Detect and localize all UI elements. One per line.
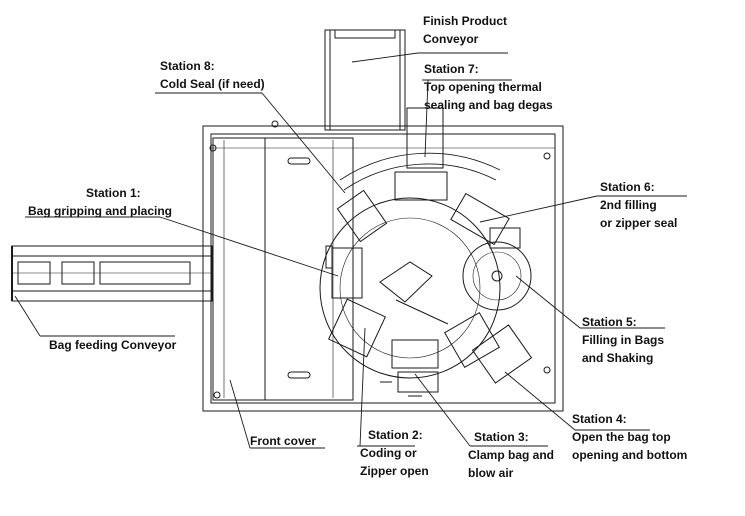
label-station-5: Station 5: Filling in Bags and Shaking	[582, 313, 664, 367]
station-mechanisms	[328, 107, 533, 397]
label-line: Station 8:	[160, 59, 215, 73]
machine-frame	[202, 120, 564, 412]
label-station-2: Station 2: Coding or Zipper open	[360, 426, 429, 480]
label-station-8: Station 8: Cold Seal (if need)	[160, 57, 265, 93]
label-finish-product-conveyor: Finish Product Conveyor	[423, 12, 507, 48]
label-line: and Shaking	[582, 351, 654, 365]
label-station-3: Station 3: Clamp bag and blow air	[468, 428, 554, 482]
rotary-turret	[319, 152, 532, 379]
label-line: Station 2:	[368, 428, 423, 442]
label-line: blow air	[468, 466, 514, 480]
label-line: Station 4:	[572, 412, 627, 426]
label-station-1: Station 1: Bag gripping and placing	[28, 184, 172, 220]
label-line: Station 3:	[474, 430, 529, 444]
label-station-7: Station 7: Top opening thermal sealing a…	[424, 60, 553, 114]
label-line: Station 5:	[582, 315, 637, 329]
label-line: opening and bottom	[572, 448, 688, 462]
leader-lines	[14, 52, 687, 449]
label-line: Bag feeding Conveyor	[49, 338, 177, 352]
label-bag-feeding-conveyor: Bag feeding Conveyor	[49, 336, 176, 354]
label-line: sealing and bag degas	[424, 98, 553, 112]
label-station-6: Station 6: 2nd filling or zipper seal	[600, 178, 677, 232]
label-line: Cold Seal (if need)	[160, 77, 265, 91]
label-line: Conveyor	[423, 32, 479, 46]
label-line: Top opening thermal	[424, 80, 542, 94]
label-front-cover: Front cover	[250, 432, 316, 450]
label-line: Station 6:	[600, 180, 655, 194]
label-line: Finish Product	[423, 14, 507, 28]
label-line: Filling in Bags	[582, 333, 665, 347]
label-line: Front cover	[250, 434, 317, 448]
label-line: Zipper open	[360, 464, 429, 478]
bag-feeding-conveyor	[11, 245, 213, 302]
label-line: 2nd filling	[600, 198, 657, 212]
finish-product-conveyor	[324, 29, 406, 131]
label-line: Bag gripping and placing	[28, 204, 172, 218]
label-station-4: Station 4: Open the bag top opening and …	[572, 410, 687, 464]
label-line: Clamp bag and	[468, 448, 555, 462]
label-line: Open the bag top	[572, 430, 671, 444]
label-line: Station 1:	[86, 186, 141, 200]
label-line: Coding or	[360, 446, 417, 460]
label-line: or zipper seal	[600, 216, 678, 230]
label-line: Station 7:	[424, 62, 479, 76]
